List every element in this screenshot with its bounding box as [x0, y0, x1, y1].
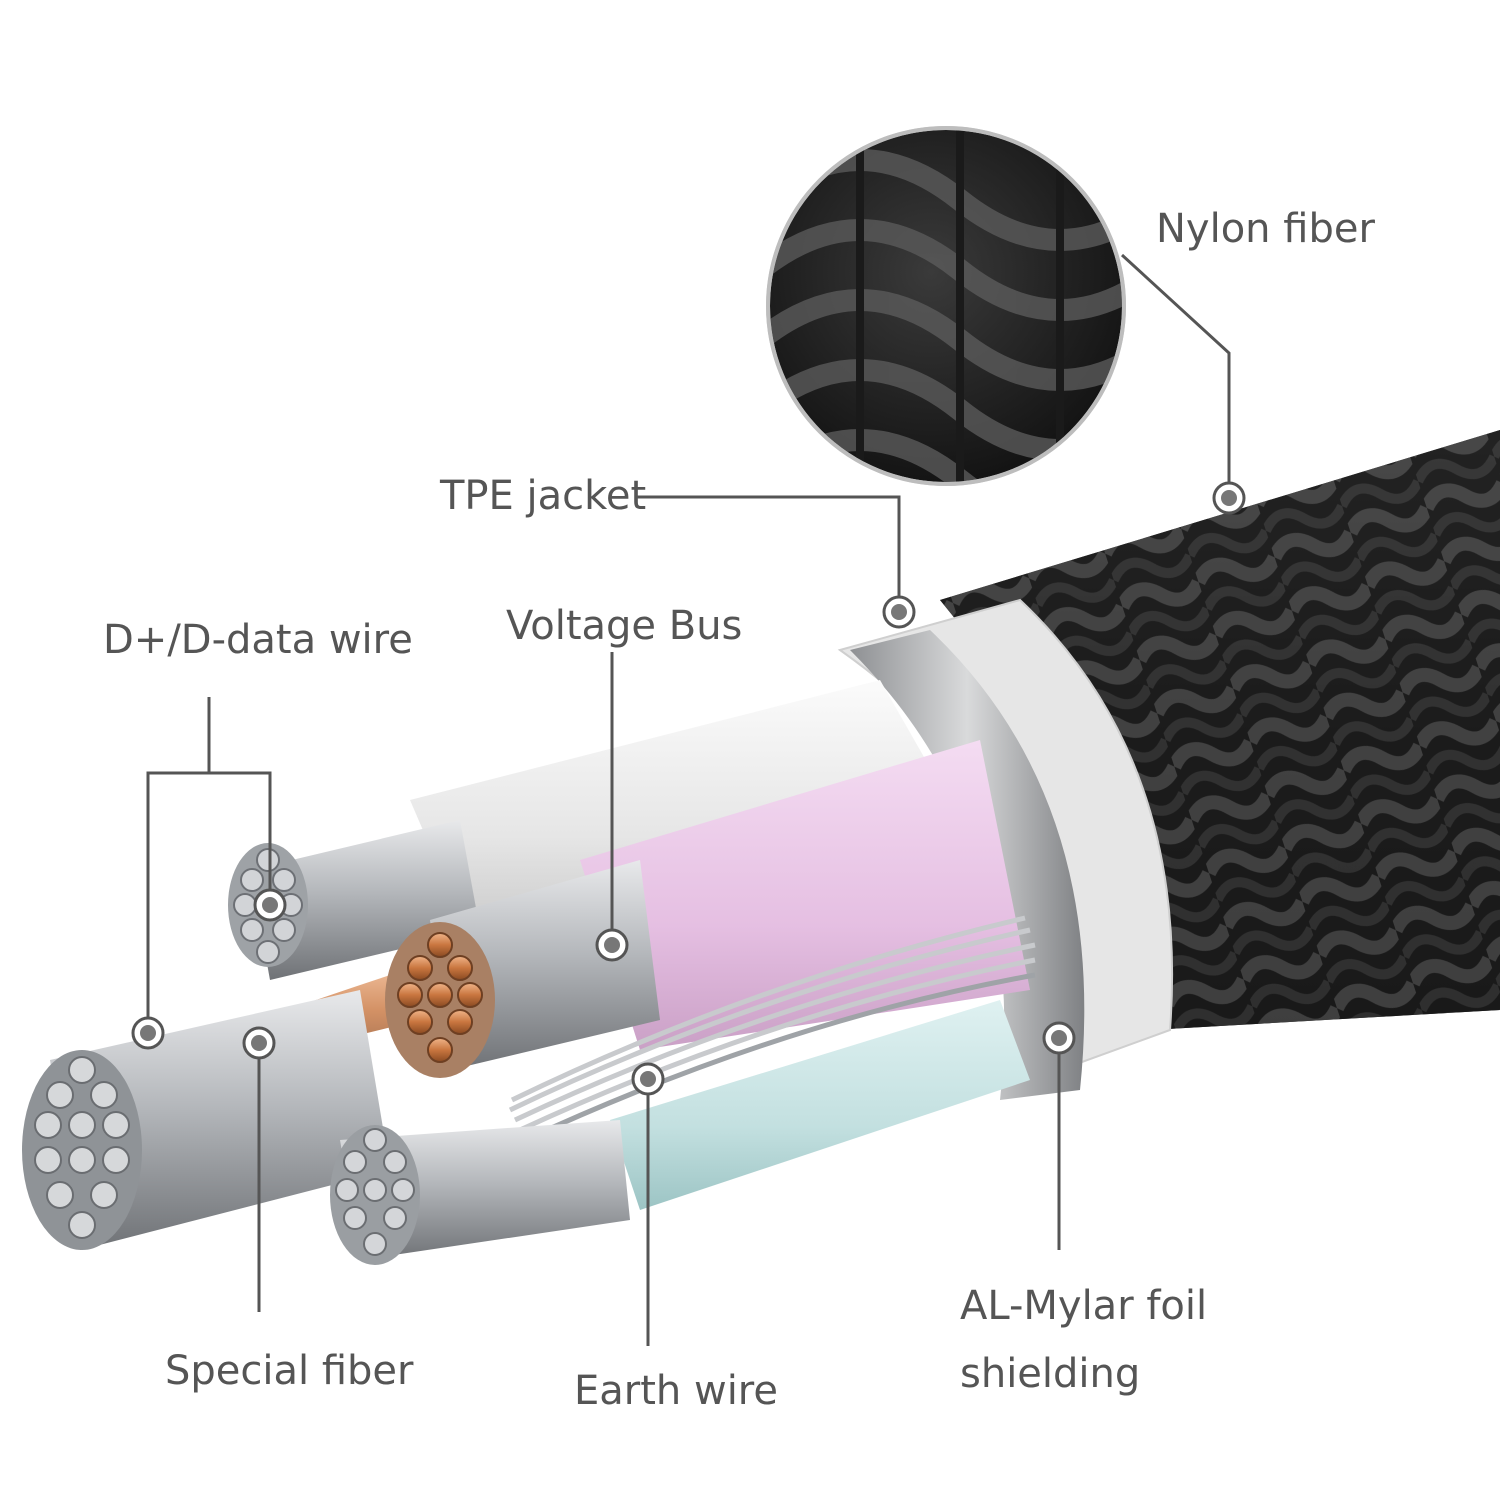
braid-magnifier-circle	[766, 126, 1126, 486]
data-wire-label: D+/D-data wire	[103, 617, 413, 663]
nylon-fiber-label: Nylon fiber	[1156, 206, 1375, 252]
special-marker-dot	[242, 1026, 276, 1060]
voltage-marker-dot	[595, 928, 629, 962]
conductor-bundle-lower	[330, 1120, 630, 1265]
braided-cable-body	[940, 430, 1500, 1030]
white-sheath-wire	[410, 680, 960, 940]
al-mylar-shielding-label: AL-Mylar foil shielding	[960, 1272, 1260, 1408]
earth-wire-strands	[508, 915, 1036, 1143]
conductor-bundle-voltage	[385, 860, 660, 1078]
mylar-marker-dot	[1042, 1021, 1076, 1055]
conductor-bundle-data	[22, 990, 390, 1250]
data-wire-leader-b	[209, 771, 272, 905]
leader-lines	[146, 253, 1231, 1346]
data-marker-dot-b	[253, 888, 287, 922]
marker-dots	[131, 481, 1246, 1096]
tpe-marker-dot	[882, 595, 916, 629]
tpe-leader	[637, 495, 901, 612]
earth-wire-label: Earth wire	[574, 1368, 778, 1414]
special-fiber-label: Special fiber	[165, 1348, 414, 1394]
earth-marker-dot	[631, 1062, 665, 1096]
tpe-jacket-label: TPE jacket	[440, 473, 647, 519]
data-wire-leader	[146, 697, 211, 1033]
voltage-bus-label: Voltage Bus	[506, 603, 743, 649]
data-marker-dot-a	[131, 1016, 165, 1050]
teal-sheath-wire	[610, 1000, 1030, 1210]
nylon-marker-dot	[1212, 481, 1246, 515]
al-mylar-shielding-line2: shielding	[960, 1351, 1141, 1397]
nylon-leader	[1120, 253, 1231, 498]
al-mylar-shielding-line1: AL-Mylar foil	[960, 1283, 1208, 1329]
